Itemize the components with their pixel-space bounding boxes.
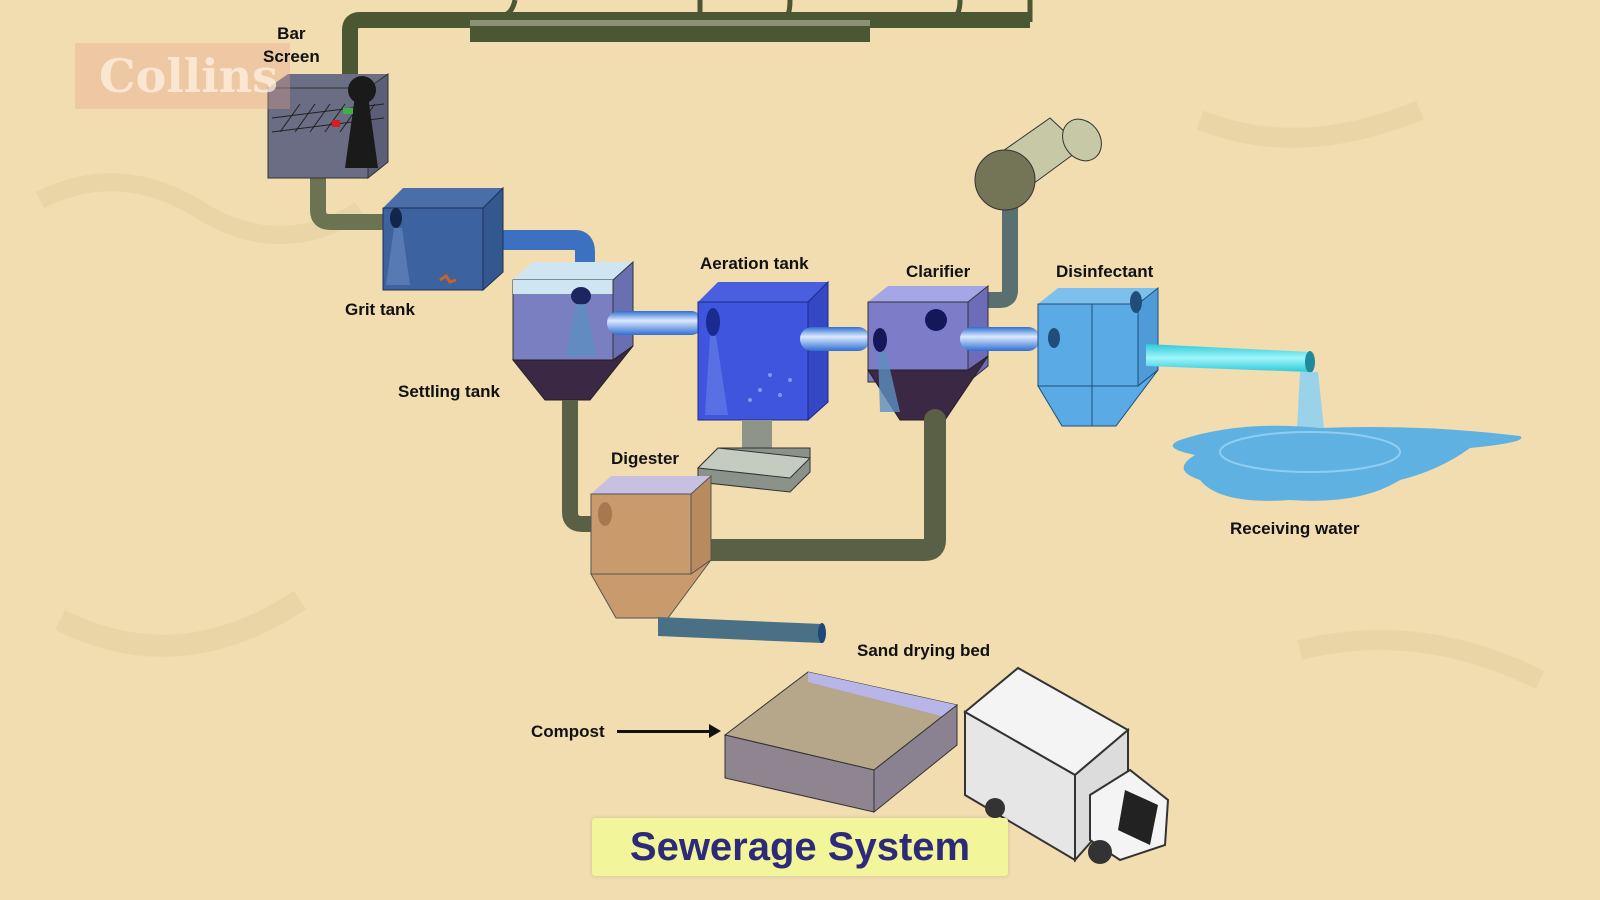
bar-screen-tank	[267, 73, 389, 180]
digester-tank	[590, 474, 712, 619]
sand-drying-bed	[723, 671, 959, 814]
chemical-tank	[974, 117, 1102, 308]
label-clarifier: Clarifier	[906, 262, 971, 281]
pipe-settling-to-digester	[562, 400, 600, 532]
compost-arrow-icon	[617, 724, 721, 738]
title-banner: Sewerage System	[592, 818, 1008, 876]
label-digester: Digester	[611, 449, 680, 468]
receiving-water-puddle	[1172, 425, 1522, 501]
pipe-screen-to-grit	[310, 160, 385, 230]
background-texture	[35, 100, 1545, 689]
grit-tank	[382, 186, 504, 292]
label-compost: Compost	[531, 722, 605, 741]
truck-icon	[963, 666, 1170, 864]
settling-tank	[511, 260, 634, 401]
aeration-tank	[696, 280, 829, 493]
pipe-grit-to-settling	[498, 230, 595, 265]
collins-watermark: Collins	[75, 43, 290, 109]
pipe-aeration-to-clarifier	[800, 327, 870, 351]
sewer-main-pipe	[342, 0, 1033, 110]
label-disinfectant: Disinfectant	[1056, 262, 1154, 281]
watermark-text: Collins	[99, 49, 279, 103]
pipe-settling-to-aeration	[607, 311, 703, 335]
label-bar-screen-line1: Bar	[277, 24, 306, 43]
label-settling-tank: Settling tank	[398, 382, 501, 401]
label-grit-tank: Grit tank	[345, 300, 415, 319]
disinfectant-tank	[1037, 286, 1159, 427]
label-bar-screen-line2: Screen	[263, 47, 320, 66]
label-bar-screen: Bar Screen	[263, 22, 320, 68]
label-receiving-water: Receiving water	[1230, 519, 1360, 538]
pipe-digester-outlet	[658, 617, 822, 643]
pipe-clarifier-to-disinfectant	[960, 327, 1040, 351]
label-aeration-tank: Aeration tank	[700, 254, 809, 273]
label-sand-drying-bed: Sand drying bed	[857, 641, 991, 660]
pipe-clarifier-to-digester	[694, 409, 946, 561]
clarifier-tank	[867, 284, 989, 421]
page-title: Sewerage System	[629, 825, 971, 869]
